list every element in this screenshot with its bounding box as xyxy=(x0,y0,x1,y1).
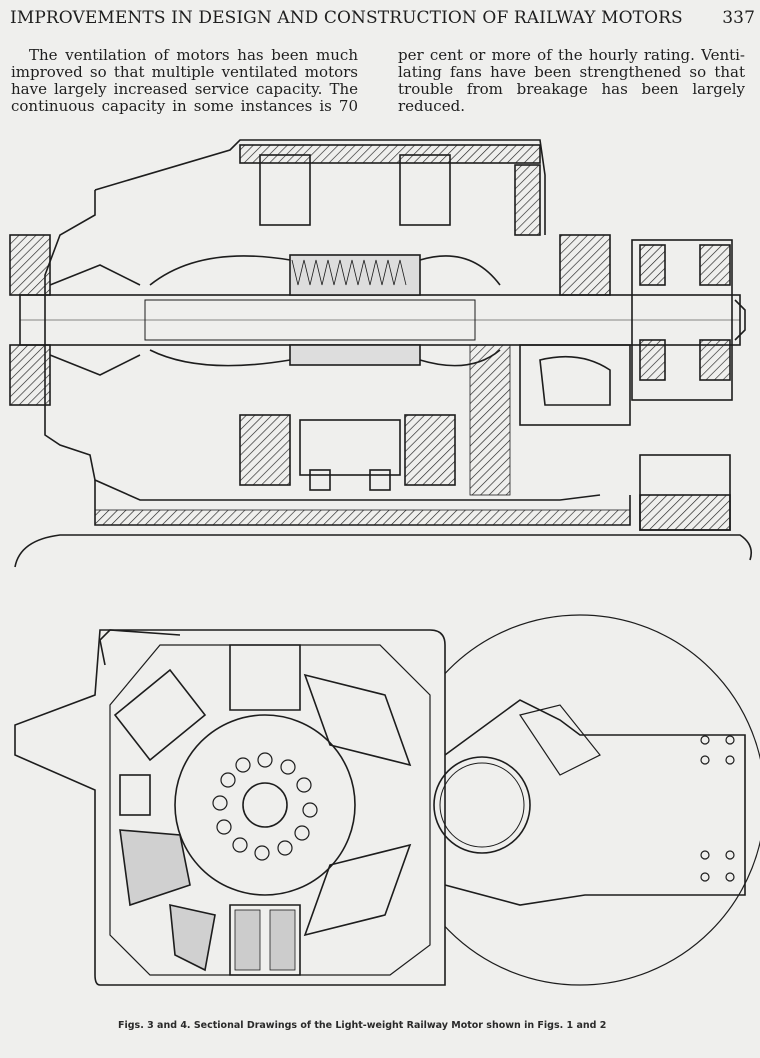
text-line: The ventilation of motors has been much xyxy=(29,46,358,64)
text-line: trouble from breakage has been largely xyxy=(398,80,745,98)
running-title: IMPROVEMENTS IN DESIGN AND CONSTRUCTION … xyxy=(10,8,683,28)
running-header: IMPROVEMENTS IN DESIGN AND CONSTRUCTION … xyxy=(10,8,755,30)
figure-3-longitudinal-section xyxy=(9,139,753,568)
text-line: improved so that multiple ventilated mot… xyxy=(11,63,358,81)
text-line: lating fans have been strengthened so th… xyxy=(398,63,745,81)
page-number: 337 xyxy=(722,8,755,28)
figure-caption: Figs. 3 and 4. Sectional Drawings of the… xyxy=(118,1020,607,1031)
text-line: reduced. xyxy=(398,97,465,115)
body-column-right: per cent or more of the hourly rating. V… xyxy=(398,47,745,115)
body-column-left: The ventilation of motors has been much … xyxy=(11,47,358,115)
text-line: per cent or more of the hourly rating. V… xyxy=(398,46,745,64)
text-line: continuous capacity in some instances is… xyxy=(11,97,358,115)
figure-4-end-section xyxy=(14,614,760,986)
text-line: have largely increased service capacity.… xyxy=(11,80,358,98)
